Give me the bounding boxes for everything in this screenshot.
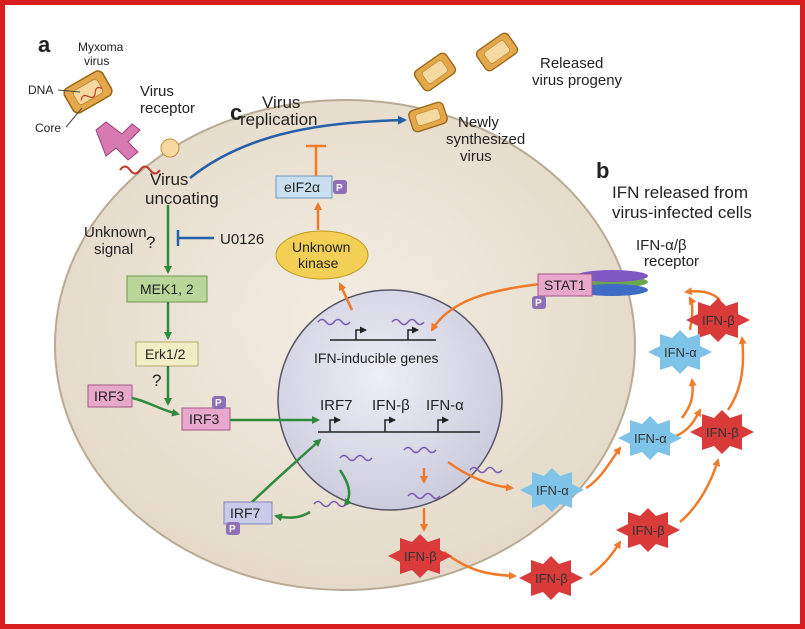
unknown-signal-label-line2: signal <box>94 241 133 258</box>
stat1-phospho-badge <box>532 296 546 309</box>
irf3-phospho-label: P <box>215 398 222 409</box>
irf7-phospho-badge <box>226 522 240 535</box>
irf7-protein-label: IRF7 <box>230 505 261 521</box>
ifn-beta-star-5-label: IFN-β <box>702 313 735 328</box>
myxoma-virus-label-line1: Myxoma <box>78 40 124 54</box>
virus-receptor-shape <box>95 121 141 161</box>
virus-uncoating-label-line2: uncoating <box>145 189 219 208</box>
unknown-kinase-label-line2: kinase <box>298 255 339 271</box>
ifn-alpha-star-3: IFN-α <box>648 330 712 374</box>
virus-replication-label-line2: replication <box>240 110 318 129</box>
erk-irf3-question: ? <box>152 371 161 390</box>
released-virus-particle-1 <box>413 52 457 92</box>
ifn-beta-star-4: IFN-β <box>690 410 754 454</box>
mek-box <box>126 275 208 303</box>
viral-dna-strand <box>119 165 161 175</box>
irf7-import-arrow <box>249 438 322 505</box>
new-virus-label-line3: virus <box>460 148 492 165</box>
unknown-signal-label-line1: Unknown <box>84 224 147 241</box>
ifn-mrna-nuclear <box>403 446 437 454</box>
mek-label: MEK1, 2 <box>140 281 194 297</box>
ifn-beta-star-2: IFN-β <box>519 556 583 600</box>
irf3-active-label: IRF3 <box>189 411 220 427</box>
ifn-stars: IFN-β IFN-β IFN-β IFN-β IFN-β IFN-α IFN-… <box>388 298 754 600</box>
irf7-phospho-label: P <box>229 524 236 535</box>
ifn-alpha-star-3-label: IFN-α <box>664 345 697 360</box>
nucleus <box>277 289 503 511</box>
ifn-beta-star-4-label: IFN-β <box>706 425 739 440</box>
stat1-box <box>537 273 593 297</box>
uncoated-core <box>160 138 180 158</box>
u0126-label: U0126 <box>220 231 264 248</box>
genes-to-kinase-arrow <box>338 282 354 311</box>
ifn-alpha-star-2: IFN-α <box>618 416 682 460</box>
irf3-phospho-badge <box>212 396 226 409</box>
released-virus-particle-2 <box>475 32 519 72</box>
ifn-secretion-arrows <box>443 287 747 580</box>
ifn-released-label-line1: IFN released from <box>612 183 748 202</box>
ifn-beta-star-3-label: IFN-β <box>632 523 665 538</box>
stat1-label: STAT1 <box>544 277 586 293</box>
ifn-alpha-star-2-label: IFN-α <box>634 431 667 446</box>
unknown-kinase-label-line1: Unknown <box>292 239 350 255</box>
new-virus-label-line1: Newly <box>458 114 499 131</box>
ifn-alpha-translation-arrow <box>447 460 514 492</box>
ifn-beta-star-3: IFN-β <box>616 508 680 552</box>
ifn-beta-gene-label: IFN-β <box>372 397 410 414</box>
ifn-gene-track <box>318 416 480 433</box>
ifn-receptor-label-line2: receptor <box>644 253 699 270</box>
ifn-beta-star-2-label: IFN-β <box>535 571 568 586</box>
replication-arrow <box>189 115 407 179</box>
ifn-alpha-mrna <box>469 466 503 474</box>
irf7-protein-box <box>223 501 273 525</box>
ifn-alpha-gene-label: IFN-α <box>426 397 464 414</box>
new-virus-label-line2: synthesized <box>446 131 525 148</box>
ifn-receptor <box>576 270 648 296</box>
panel-a-label: a <box>38 32 51 57</box>
virus-uncoating-label-line1: Virus <box>150 170 188 189</box>
virus-receptor-label-line1: Virus <box>140 83 174 100</box>
virus-replication-label-line1: Virus <box>262 93 300 112</box>
irf7-mrna-cytoplasm <box>313 500 347 508</box>
myxoma-virus-particle <box>63 70 113 114</box>
ifn-released-label-line2: virus-infected cells <box>612 203 752 222</box>
irf7-export-arrow <box>338 469 352 507</box>
eif2a-phospho-badge <box>333 180 347 194</box>
unknown-signal-question: ? <box>146 233 155 252</box>
irf3-activation-arrow <box>131 396 180 417</box>
newly-synthesized-virus-particle <box>408 101 448 133</box>
irf7-mrna <box>339 454 373 462</box>
core-label: Core <box>35 121 61 135</box>
virus-receptor-label-line2: receptor <box>140 100 195 117</box>
eif2a-phospho-label: P <box>336 183 343 194</box>
ifn-alpha-star-1-label: IFN-α <box>536 483 569 498</box>
ifn-receptor-label-line1: IFN-α/β <box>636 237 687 254</box>
ifn-inducible-genes-label: IFN-inducible genes <box>314 350 439 366</box>
dna-label: DNA <box>28 83 53 97</box>
stat1-to-genes-arrow <box>430 282 541 332</box>
eif2a-box <box>275 175 333 199</box>
stat1-phospho-label: P <box>535 298 542 309</box>
irf7-gene-label: IRF7 <box>320 397 353 414</box>
myxoma-virus-label-line2: virus <box>84 54 109 68</box>
released-progeny-label-line2: virus progeny <box>532 72 623 89</box>
released-progeny-label-line1: Released <box>540 55 603 72</box>
irf7-translation-arrow <box>274 510 311 522</box>
panel-b-label: b <box>596 158 609 183</box>
unknown-kinase <box>275 230 369 280</box>
eif2a-label: eIF2α <box>284 179 320 195</box>
panel-c-label: c <box>230 100 242 125</box>
ifn-inducible-gene-track <box>317 318 436 341</box>
ifn-beta-mrna <box>407 492 441 500</box>
erk-label: Erk1/2 <box>145 346 186 362</box>
ifn-alpha-star-1: IFN-α <box>520 468 584 512</box>
ifn-beta-star-1: IFN-β <box>388 534 452 578</box>
ifn-pathway-diagram: a b c Myxoma virus DNA Core Virus recept… <box>28 32 754 600</box>
ifn-beta-star-5: IFN-β <box>686 298 750 342</box>
ifn-beta-star-1-label: IFN-β <box>404 549 437 564</box>
irf3-box-inactive <box>87 384 133 408</box>
irf3-inactive-label: IRF3 <box>94 388 125 404</box>
